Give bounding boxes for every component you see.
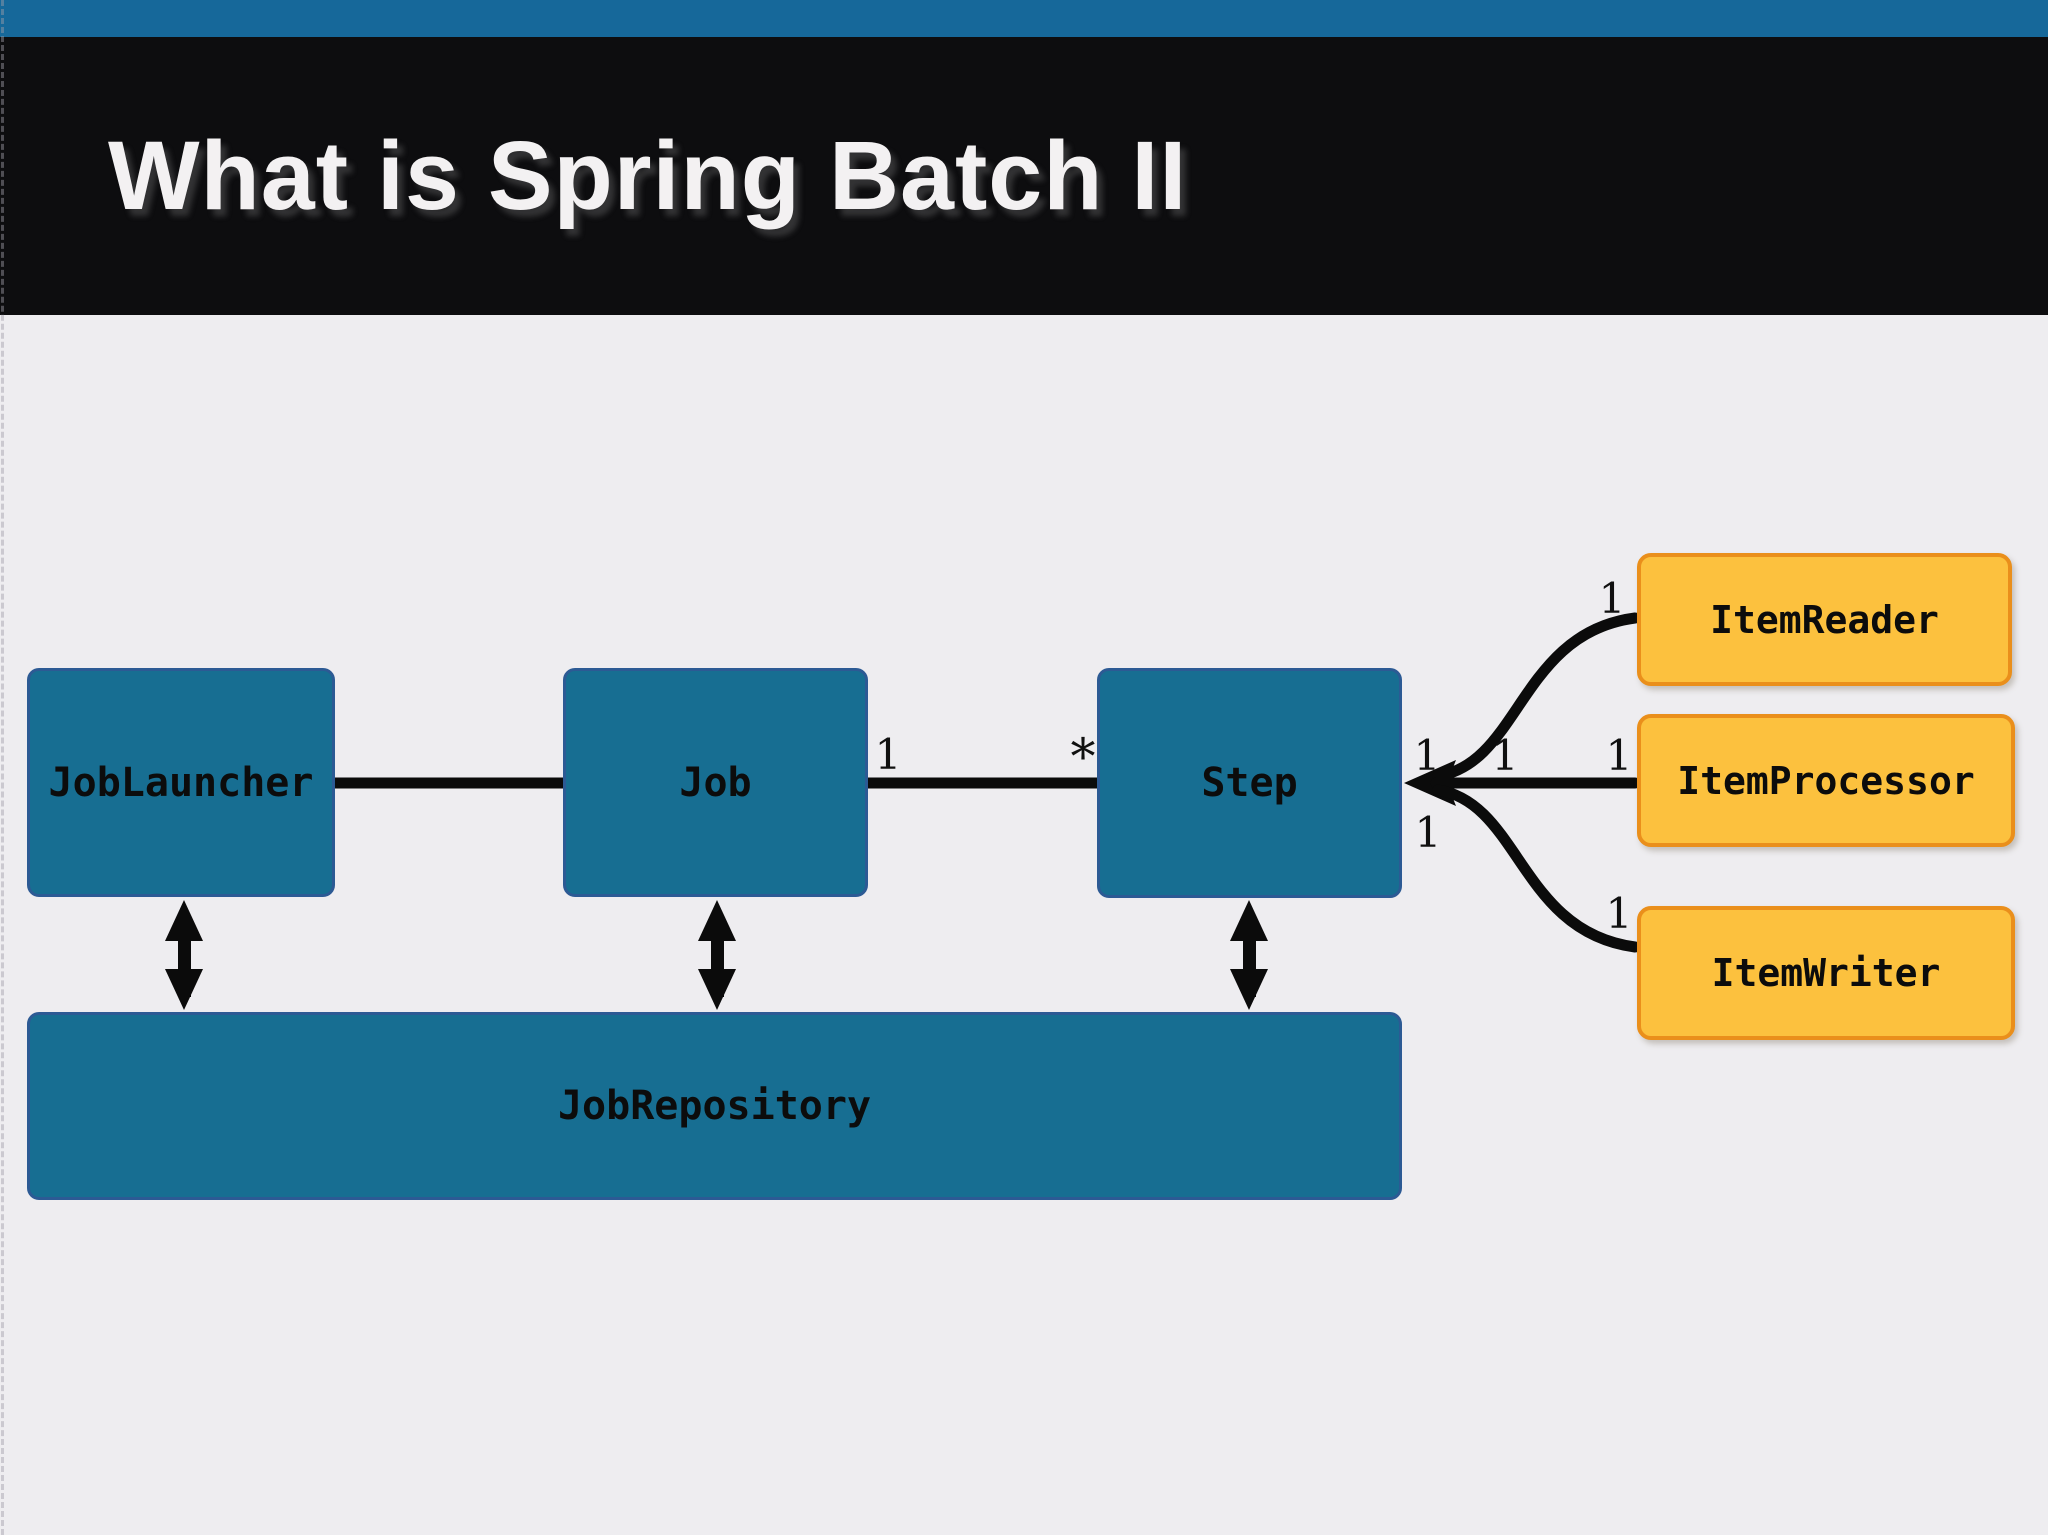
node-joblauncher-label: JobLauncher [48,759,314,806]
arrow-joblauncher-jobrepository [165,900,203,1010]
multiplicity-step-processor-side: 1 [1491,731,1519,780]
multiplicity-step-reader-side: 1 [1413,731,1441,780]
node-itemprocessor-label: ItemProcessor [1677,758,1975,803]
top-accent-bar [0,0,2048,37]
node-joblauncher: JobLauncher [27,668,335,897]
arrow-job-jobrepository [698,900,736,1010]
multiplicity-step-writer-side: 1 [1414,808,1442,857]
multiplicity-processor-side: 1 [1605,731,1633,780]
arrow-step-jobrepository [1230,900,1268,1010]
connector-step-itemreader [1432,612,1641,782]
slide-header: What is Spring Batch II [0,37,2048,315]
multiplicity-step-side: * [1070,728,1096,786]
diagram-canvas: JobLauncher Job Step JobRepository ItemR… [0,315,2048,1535]
multiplicity-reader-side: 1 [1598,574,1626,623]
connector-step-itemwriter [1432,784,1641,953]
node-step-label: Step [1201,760,1298,806]
multiplicity-writer-side: 1 [1605,889,1633,938]
node-itemwriter-label: ItemWriter [1711,951,1941,995]
node-itemreader: ItemReader [1637,553,2012,686]
node-jobrepository: JobRepository [27,1012,1402,1200]
node-itemwriter: ItemWriter [1637,906,2015,1040]
node-job-label: Job [679,759,752,806]
node-itemprocessor: ItemProcessor [1637,714,2015,847]
page-title: What is Spring Batch II [108,121,1188,230]
node-itemreader-label: ItemReader [1710,597,1939,642]
node-step: Step [1097,668,1402,898]
multiplicity-job-side: 1 [874,730,902,779]
node-job: Job [563,668,868,897]
connector-layer [165,612,1641,1010]
node-jobrepository-label: JobRepository [557,1083,872,1129]
